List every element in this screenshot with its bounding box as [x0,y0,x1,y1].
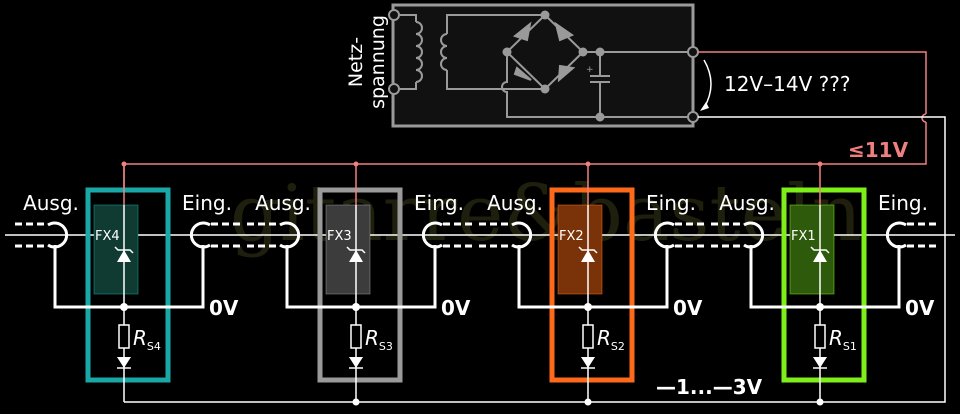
series-diode-icon [581,357,595,368]
series-diode-icon [349,357,363,368]
return-node [584,398,592,406]
pedal-fx4: FX4 Ausg. Eing. 0V RS4 [15,161,243,402]
zener-bar [114,246,134,254]
output-label: Ausg. [719,191,775,215]
series-resistor-icon [814,324,826,349]
input-jack-icon [653,221,675,249]
input-jack-icon [421,221,443,249]
zener-bar [578,246,598,254]
ground-node [584,303,592,311]
ground-loop [749,245,901,309]
output-jack-icon [743,221,765,249]
bridge-rectifier-icon [501,10,693,122]
pedal-fx1: FX1 Ausg. Eing. 0V RS1 [711,161,939,406]
psu-output-plus [687,46,699,58]
resistor-label: RS1 [829,326,857,353]
ground-label: 0V [673,296,703,320]
power-supply-box [391,3,695,128]
pedal-name: FX4 [95,229,120,244]
zener-diode-icon [349,250,363,262]
return-rail [124,116,946,403]
power-supply: + Netz- spannung 12V–14V ??? [345,3,850,128]
pedal-fx3: FX3 Ausg. Eing. 0V RS3 [247,161,475,406]
pedal-name: FX2 [559,229,584,244]
output-label: Ausg. [23,191,79,215]
return-rail-label: —1...—3V [656,375,763,399]
output-label: Ausg. [487,191,543,215]
ground-node [352,303,360,311]
mains-terminal-top [388,9,400,21]
pedal-frame [781,187,867,383]
zener-diode-icon [581,250,595,262]
pedal-circuit-area [789,204,835,295]
ground-loop [53,245,205,309]
pedal-circuit-area [325,204,371,295]
input-jack-icon [189,221,211,249]
series-diode-icon [813,357,827,368]
ground-loop [517,245,669,309]
psu-output-minus [687,111,699,123]
voltage-arrow-icon [703,59,712,109]
input-label: Eing. [646,191,696,215]
zener-bar [346,246,366,254]
resistor-label: RS4 [133,326,161,353]
ground-label: 0V [905,296,935,320]
pedal-name: FX3 [327,229,352,244]
capacitor-polarity: + [586,65,594,75]
ground-label: 0V [441,296,471,320]
mains-terminal-bottom [388,83,400,95]
zener-diode-icon [117,250,131,262]
ground-label: 0V [209,296,239,320]
pedal-name: FX1 [791,229,816,244]
series-resistor-icon [582,324,594,349]
series-resistor-icon [118,324,130,349]
supply-node [817,161,823,167]
ground-node [120,303,128,311]
voltage-arrowhead-icon [700,102,709,111]
return-node [352,398,360,406]
resistor-label: RS2 [597,326,625,353]
zener-bar [810,246,830,254]
resistor-label: RS3 [365,326,393,353]
pedal-frame [549,187,635,383]
zener-diode-icon [813,250,827,262]
pedal-frame [85,187,171,383]
transformer-icon [394,14,545,90]
supply-node [585,161,591,167]
pedal-circuit-area [557,204,603,295]
psu-output-voltage: 12V–14V ??? [724,72,850,96]
series-diode-icon [117,357,131,368]
series-resistor-icon [350,324,362,349]
output-label: Ausg. [255,191,311,215]
output-jack-icon [279,221,301,249]
supply-node [353,161,359,167]
ground-node [816,303,824,311]
input-label: Eing. [182,191,232,215]
mains-label-line1: Netz- [345,37,367,87]
pedal-circuit-area [93,204,139,295]
mains-label-line2: spannung [367,15,389,109]
return-node [816,398,824,406]
input-jack-icon [885,221,907,249]
output-jack-icon [511,221,533,249]
supply-node [121,161,127,167]
ground-loop [285,245,437,309]
supply-rail-label: ≤11V [848,138,909,162]
output-jack-icon [47,221,69,249]
input-label: Eing. [878,191,928,215]
pedal-frame [317,187,403,383]
input-label: Eing. [414,191,464,215]
